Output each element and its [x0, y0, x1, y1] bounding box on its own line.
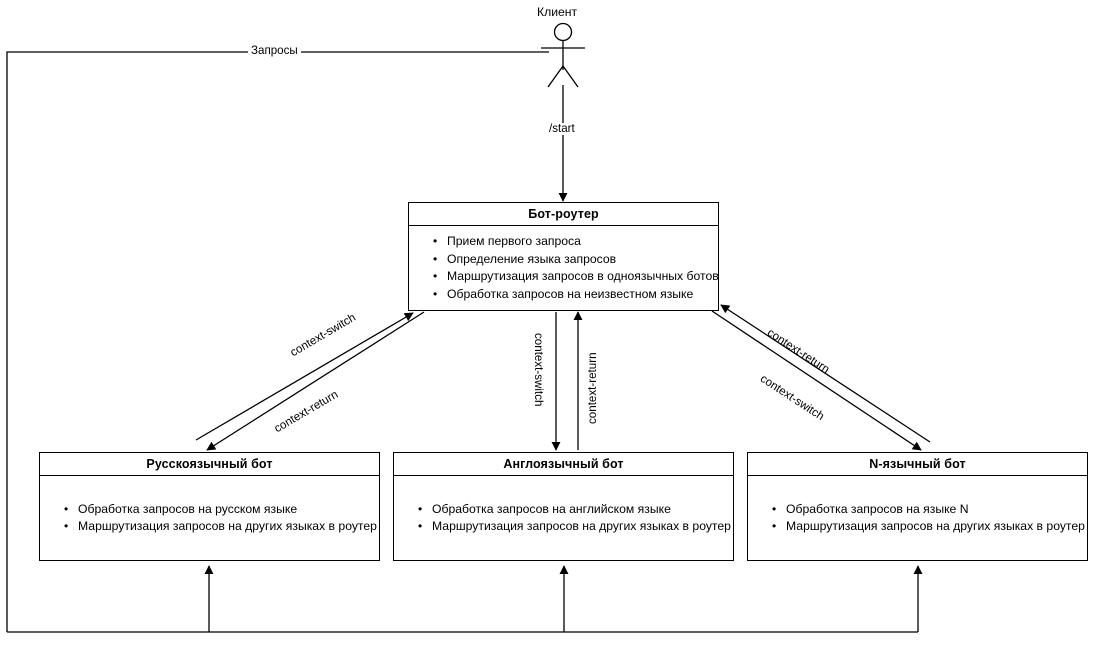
list-item: Прием первого запроса: [433, 233, 718, 251]
list-item: Маршрутизация запросов на других языках …: [772, 518, 1087, 536]
list-item: Обработка запросов на английском языке: [418, 501, 733, 519]
list-item: Обработка запросов на неизвестном языке: [433, 286, 718, 304]
actor-head-icon: [553, 22, 573, 42]
node-n-bot[interactable]: N-язычный бот Обработка запросов на язык…: [747, 452, 1088, 561]
edge-requests-path: [6, 51, 549, 632]
list-item: Маршрутизация запросов в одноязычных бот…: [433, 268, 719, 286]
list-item: Обработка запросов на языке N: [772, 501, 1087, 519]
edge-right-switch: [711, 310, 922, 451]
node-en-bot-body: Обработка запросов на английском языке М…: [394, 476, 733, 560]
edge-label-requests: Запросы: [248, 45, 301, 57]
edge-label-start: /start: [546, 123, 578, 135]
node-ru-bot[interactable]: Русскоязычный бот Обработка запросов на …: [39, 452, 380, 561]
node-router-title: Бот-роутер: [409, 203, 718, 226]
node-router-body: Прием первого запроса Определение языка …: [409, 226, 719, 310]
edge-right-return: [720, 304, 931, 443]
node-ru-bot-title: Русскоязычный бот: [40, 453, 379, 476]
node-en-bot[interactable]: Англоязычный бот Обработка запросов на а…: [393, 452, 734, 561]
node-router[interactable]: Бот-роутер Прием первого запроса Определ…: [408, 202, 719, 311]
list-item: Обработка запросов на русском языке: [64, 501, 379, 519]
node-n-bot-body: Обработка запросов на языке N Маршрутиза…: [748, 476, 1087, 560]
edge-label-center-return: context-return: [586, 352, 599, 424]
actor-client-label: Клиент: [537, 5, 578, 19]
list-item: Маршрутизация запросов на других языках …: [64, 518, 379, 536]
list-item: Маршрутизация запросов на других языках …: [418, 518, 733, 536]
list-item: Определение языка запросов: [433, 251, 718, 269]
edge-left-switch: [195, 312, 414, 441]
node-ru-bot-body: Обработка запросов на русском языке Марш…: [40, 476, 379, 560]
node-n-bot-title: N-язычный бот: [748, 453, 1087, 476]
edge-left-return: [206, 311, 425, 451]
node-en-bot-title: Англоязычный бот: [394, 453, 733, 476]
edge-label-center-switch: context-switch: [532, 333, 545, 407]
actor-legs-icon: [547, 64, 579, 88]
